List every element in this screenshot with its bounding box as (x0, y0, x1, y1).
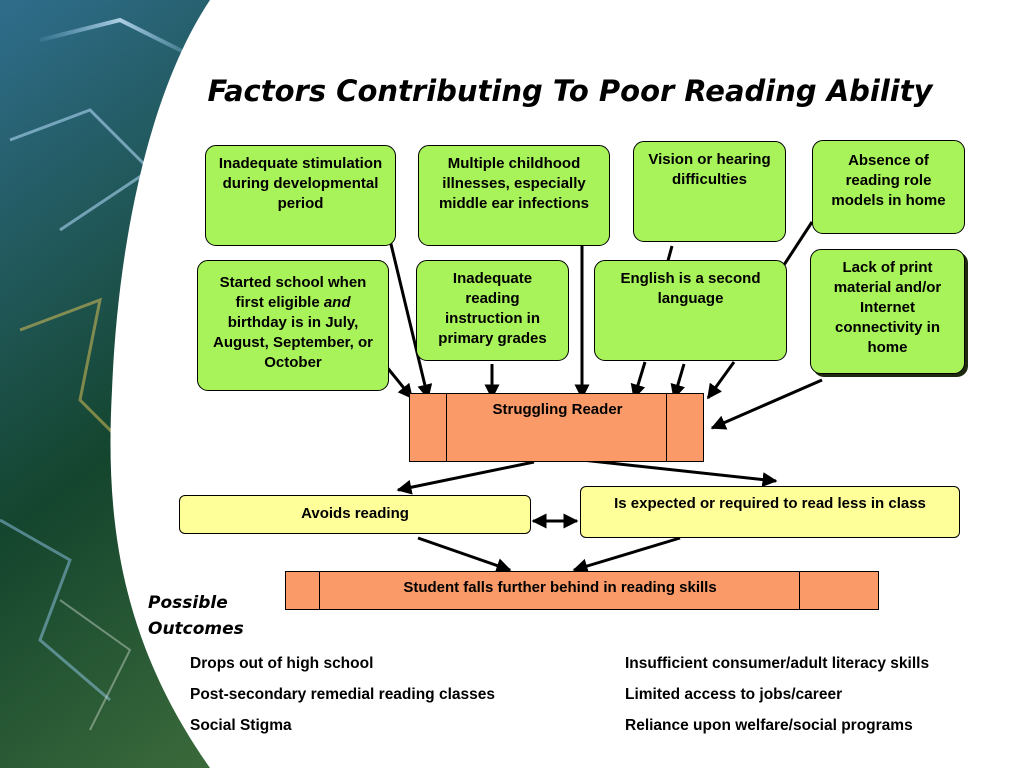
struggling-reader-box: Struggling Reader (409, 393, 704, 462)
effect-expected-less: Is expected or required to read less in … (580, 486, 960, 538)
factor-label: Absence of reading role models in home (831, 152, 946, 209)
factor-lack-print: Lack of print material and/or Internet c… (810, 249, 965, 374)
arrow-vision-b (670, 363, 686, 400)
outcome-right-1: Insufficient consumer/adult literacy ski… (625, 655, 930, 672)
factor-inadequate-stimulation: Inadequate stimulation during developmen… (205, 145, 396, 246)
arrow-lack-print (710, 378, 823, 430)
outcome-left-2: Post-secondary remedial reading classes (190, 686, 495, 703)
factor-label: Vision or hearing difficulties (648, 151, 771, 188)
factor-label: English is a second language (620, 270, 761, 307)
factor-childhood-illnesses: Multiple childhood illnesses, especially… (418, 145, 610, 246)
page-title: Factors Contributing To Poor Reading Abi… (207, 74, 933, 108)
factor-inadequate-instruction: Inadequate reading instruction in primar… (416, 260, 569, 361)
factor-label-italic: and (323, 294, 351, 311)
struggling-reader-label: Struggling Reader (492, 401, 623, 418)
arrow-to-expected (581, 458, 778, 488)
factor-label: Inadequate stimulation during developmen… (218, 155, 383, 212)
factor-label: Multiple childhood illnesses, especially… (438, 155, 590, 212)
arrow-started-school (384, 365, 414, 400)
effect-label: Avoids reading (301, 505, 409, 522)
arrow-to-avoids (396, 460, 535, 495)
box-divider-left (319, 572, 320, 609)
arrow-role-a (780, 221, 814, 269)
outcome-right-2: Limited access to jobs/career (625, 686, 843, 703)
factor-english-second: English is a second language (594, 260, 787, 361)
arrow-expected-behind (572, 536, 681, 574)
outcome-left-3: Social Stigma (190, 717, 292, 734)
box-divider-left (446, 394, 447, 461)
factor-started-school: Started school when first eligible and b… (197, 260, 389, 391)
factor-label: Inadequate reading instruction in primar… (438, 270, 547, 347)
factor-label-after: birthday is in July, August, September, … (212, 314, 374, 371)
arrow-english (630, 361, 647, 400)
effect-label: Is expected or required to read less in … (614, 495, 926, 512)
arrow-avoids-behind (417, 536, 512, 573)
outcome-right-3: Reliance upon welfare/social programs (625, 717, 913, 734)
outcomes-heading: Possible Outcomes (148, 590, 278, 642)
falls-behind-label: Student falls further behind in reading … (403, 579, 717, 596)
factor-vision-hearing: Vision or hearing difficulties (633, 141, 786, 242)
factor-label-before: Started school when first eligible (219, 274, 367, 311)
box-divider-right (666, 394, 667, 461)
box-divider-right (799, 572, 800, 609)
arrow-role-b (706, 361, 736, 400)
arrow-stimulation (388, 239, 433, 400)
factor-label: Lack of print material and/or Internet c… (833, 259, 942, 356)
outcome-left-1: Drops out of high school (190, 655, 374, 672)
falls-behind-box: Student falls further behind in reading … (285, 571, 879, 610)
outcomes-heading-label: Possible Outcomes (148, 593, 244, 639)
effect-avoids-reading: Avoids reading (179, 495, 531, 534)
factor-absence-role-models: Absence of reading role models in home (812, 140, 965, 234)
